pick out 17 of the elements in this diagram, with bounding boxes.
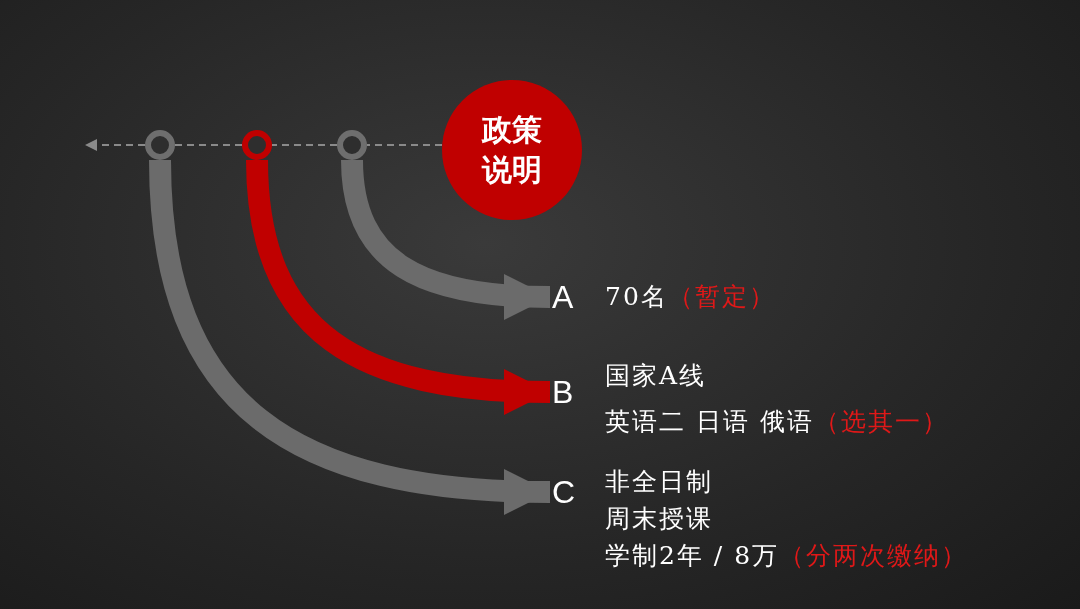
curved-arrow <box>341 159 551 319</box>
option-text: 学制2年 / 8万（分两次缴纳） <box>605 540 969 572</box>
curved-arrow <box>149 159 551 514</box>
option-text: 英语二 日语 俄语（选其一） <box>605 406 949 438</box>
option-text: 周末授课 <box>605 503 713 535</box>
heading-circle: 政策说明 <box>442 80 582 220</box>
option-letter: B <box>552 373 574 412</box>
option-text: 非全日制 <box>605 466 713 498</box>
option-letter: A <box>552 278 574 317</box>
ring-marker <box>145 130 175 160</box>
curved-arrow <box>246 159 551 414</box>
option-text: 70名（暂定） <box>605 281 776 313</box>
dashed-arrow <box>84 139 146 151</box>
ring-marker <box>242 130 272 160</box>
option-letter: C <box>552 473 576 512</box>
option-text: 国家A线 <box>605 360 707 392</box>
ring-marker <box>337 130 367 160</box>
